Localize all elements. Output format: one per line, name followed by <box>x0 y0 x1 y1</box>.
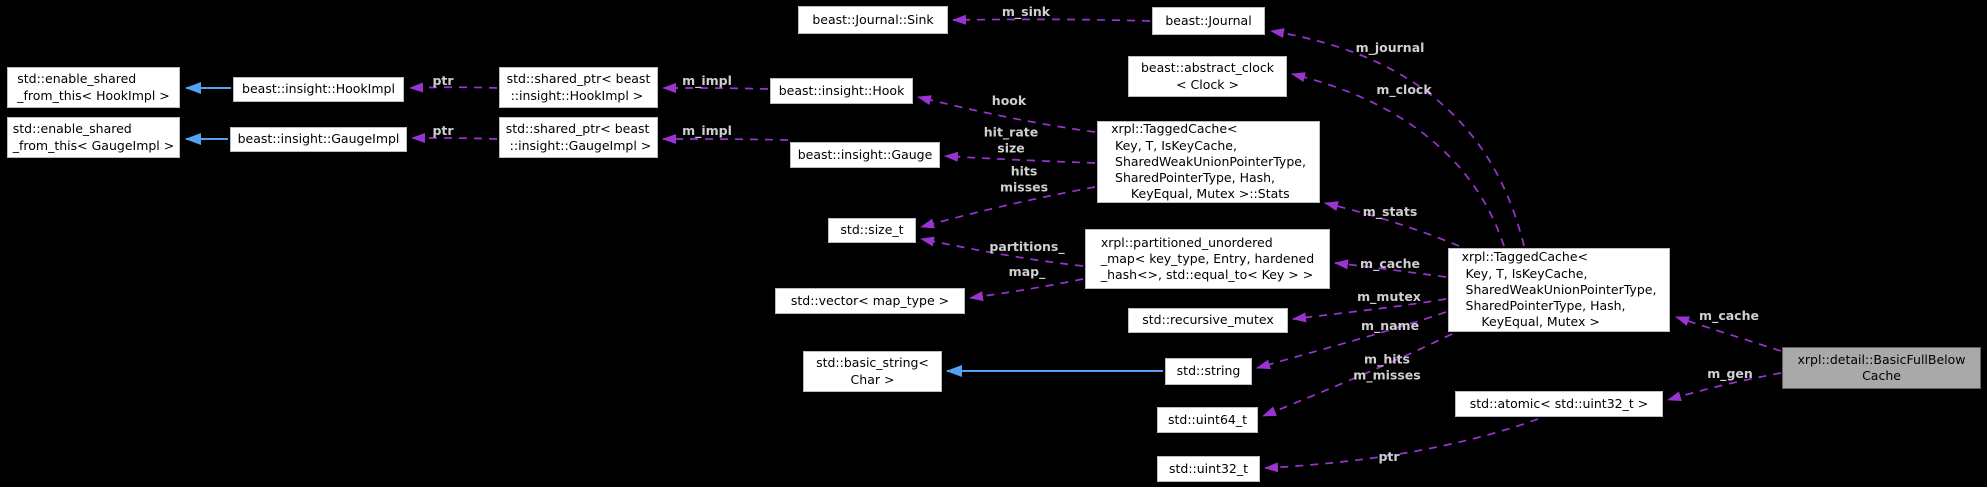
edge-ptr-atomic <box>1264 418 1539 473</box>
node-beast-insight-hook[interactable]: beast::insight::Hook <box>770 78 913 104</box>
node-std-atomic-uint32[interactable]: std::atomic< std::uint32_t > <box>1455 391 1663 417</box>
node-label: beast::insight::Gauge <box>797 146 933 162</box>
node-label: std::shared_ptr< beast ::insight::HookIm… <box>506 71 651 103</box>
edge-label-m-gen: m_gen <box>1707 366 1753 382</box>
node-shared-ptr-gaugeimpl[interactable]: std::shared_ptr< beast ::insight::GaugeI… <box>499 117 658 158</box>
edge-label-m-cache-left: m_cache <box>1360 256 1420 272</box>
node-partitioned-unordered-map[interactable]: xrpl::partitioned_unordered _map< key_ty… <box>1085 229 1330 289</box>
edge-hit-rate-size <box>944 151 1096 164</box>
node-label: std::recursive_mutex <box>1142 312 1274 328</box>
node-label: beast::Journal::Sink <box>812 11 934 27</box>
node-label: std::uint32_t <box>1168 460 1249 476</box>
node-std-uint64-t[interactable]: std::uint64_t <box>1157 407 1258 433</box>
edge-label-ptr-hook: ptr <box>432 73 454 89</box>
edge-label-m-clock: m_clock <box>1376 82 1432 98</box>
node-enable-shared-from-this-gaugeimpl[interactable]: std::enable_shared _from_this< GaugeImpl… <box>7 117 180 158</box>
node-beast-abstract-clock[interactable]: beast::abstract_clock < Clock > <box>1128 56 1287 97</box>
node-label: xrpl::TaggedCache< Key, T, IsKeyCache, S… <box>1111 121 1306 202</box>
node-beast-insight-gauge[interactable]: beast::insight::Gauge <box>790 142 940 168</box>
edge-label-ptr-atomic: ptr <box>1378 449 1400 465</box>
node-label: beast::insight::HookImpl <box>242 81 395 97</box>
edge-ptr-hook <box>409 82 498 93</box>
node-label: std::enable_shared _from_this< HookImpl … <box>17 71 170 103</box>
edge-partitions <box>920 236 1084 267</box>
node-label: beast::Journal <box>1165 12 1252 28</box>
node-label: std::shared_ptr< beast ::insight::GaugeI… <box>505 121 652 153</box>
node-std-recursive-mutex[interactable]: std::recursive_mutex <box>1128 308 1288 333</box>
edge-label-m-cache-right: m_cache <box>1699 308 1759 324</box>
node-beast-insight-hookimpl[interactable]: beast::insight::HookImpl <box>233 77 404 102</box>
node-label: beast::abstract_clock < Clock > <box>1140 60 1275 92</box>
edge-m-impl-hook <box>662 83 769 94</box>
node-std-size-t[interactable]: std::size_t <box>828 218 916 243</box>
node-label: beast::insight::Hook <box>778 82 905 98</box>
node-label: std::basic_string< Char > <box>816 355 929 387</box>
edge-m-clock <box>1291 72 1505 247</box>
node-label: std::uint64_t <box>1167 411 1248 427</box>
node-label: xrpl::detail::BasicFullBelow Cache <box>1797 351 1966 383</box>
node-basicfullbelowcache: xrpl::detail::BasicFullBelow Cache <box>1782 347 1981 389</box>
edge-label-hit-rate-size: hit_rate size <box>983 124 1039 155</box>
node-label: std::string <box>1176 363 1241 379</box>
edge-label-hook: hook <box>991 93 1027 109</box>
edge-label-m-journal: m_journal <box>1355 40 1425 56</box>
edge-m-journal <box>1270 28 1525 247</box>
node-label: std::enable_shared _from_this< GaugeImpl… <box>12 121 175 153</box>
node-label: std::size_t <box>840 222 904 238</box>
edge-m-sink <box>952 14 1151 25</box>
node-taggedcache-stats[interactable]: xrpl::TaggedCache< Key, T, IsKeyCache, S… <box>1097 121 1320 203</box>
edge-m-hits-misses <box>1262 333 1453 417</box>
node-beast-journal-sink[interactable]: beast::Journal::Sink <box>798 6 948 34</box>
edge-label-map: map_ <box>1008 264 1046 280</box>
node-shared-ptr-hookimpl[interactable]: std::shared_ptr< beast ::insight::HookIm… <box>499 67 658 108</box>
edge-m-stats <box>1324 201 1460 247</box>
edge-label-m-sink: m_sink <box>1001 4 1051 20</box>
node-label: std::vector< map_type > <box>790 292 950 308</box>
edge-label-m-mutex: m_mutex <box>1357 289 1421 305</box>
node-beast-journal[interactable]: beast::Journal <box>1152 7 1265 35</box>
edge-label-hits-misses: hits misses <box>999 163 1049 194</box>
node-beast-insight-gaugeimpl[interactable]: beast::insight::GaugeImpl <box>230 127 407 152</box>
node-label: xrpl::partitioned_unordered _map< key_ty… <box>1100 234 1315 283</box>
edge-map <box>969 278 1084 302</box>
edge-m-mutex <box>1292 298 1447 323</box>
node-std-string[interactable]: std::string <box>1165 358 1252 385</box>
edge-ptr-gauge <box>411 133 498 144</box>
edge-label-m-name: m_name <box>1360 318 1420 334</box>
node-std-vector-map-type[interactable]: std::vector< map_type > <box>775 288 965 314</box>
edge-label-m-stats: m_stats <box>1362 204 1418 220</box>
edge-label-partitions: partitions_ <box>989 239 1065 255</box>
node-enable-shared-from-this-hookimpl[interactable]: std::enable_shared _from_this< HookImpl … <box>7 67 180 108</box>
edge-label-m-hits-misses: m_hits m_misses <box>1353 351 1421 382</box>
node-label: xrpl::TaggedCache< Key, T, IsKeyCache, S… <box>1461 249 1657 330</box>
edge-hits-misses <box>920 186 1096 229</box>
node-std-basic-string[interactable]: std::basic_string< Char > <box>803 351 942 392</box>
node-label: std::atomic< std::uint32_t > <box>1469 395 1649 411</box>
node-label: beast::insight::GaugeImpl <box>237 131 400 147</box>
node-taggedcache[interactable]: xrpl::TaggedCache< Key, T, IsKeyCache, S… <box>1448 248 1670 332</box>
edge-hook <box>917 95 1096 133</box>
edge-label-m-impl-hook: m_impl <box>682 73 732 89</box>
edge-m-impl-gauge <box>662 134 789 145</box>
edge-label-ptr-gauge: ptr <box>432 123 454 139</box>
edge-label-m-impl-gauge: m_impl <box>682 123 732 139</box>
node-std-uint32-t[interactable]: std::uint32_t <box>1157 456 1260 482</box>
